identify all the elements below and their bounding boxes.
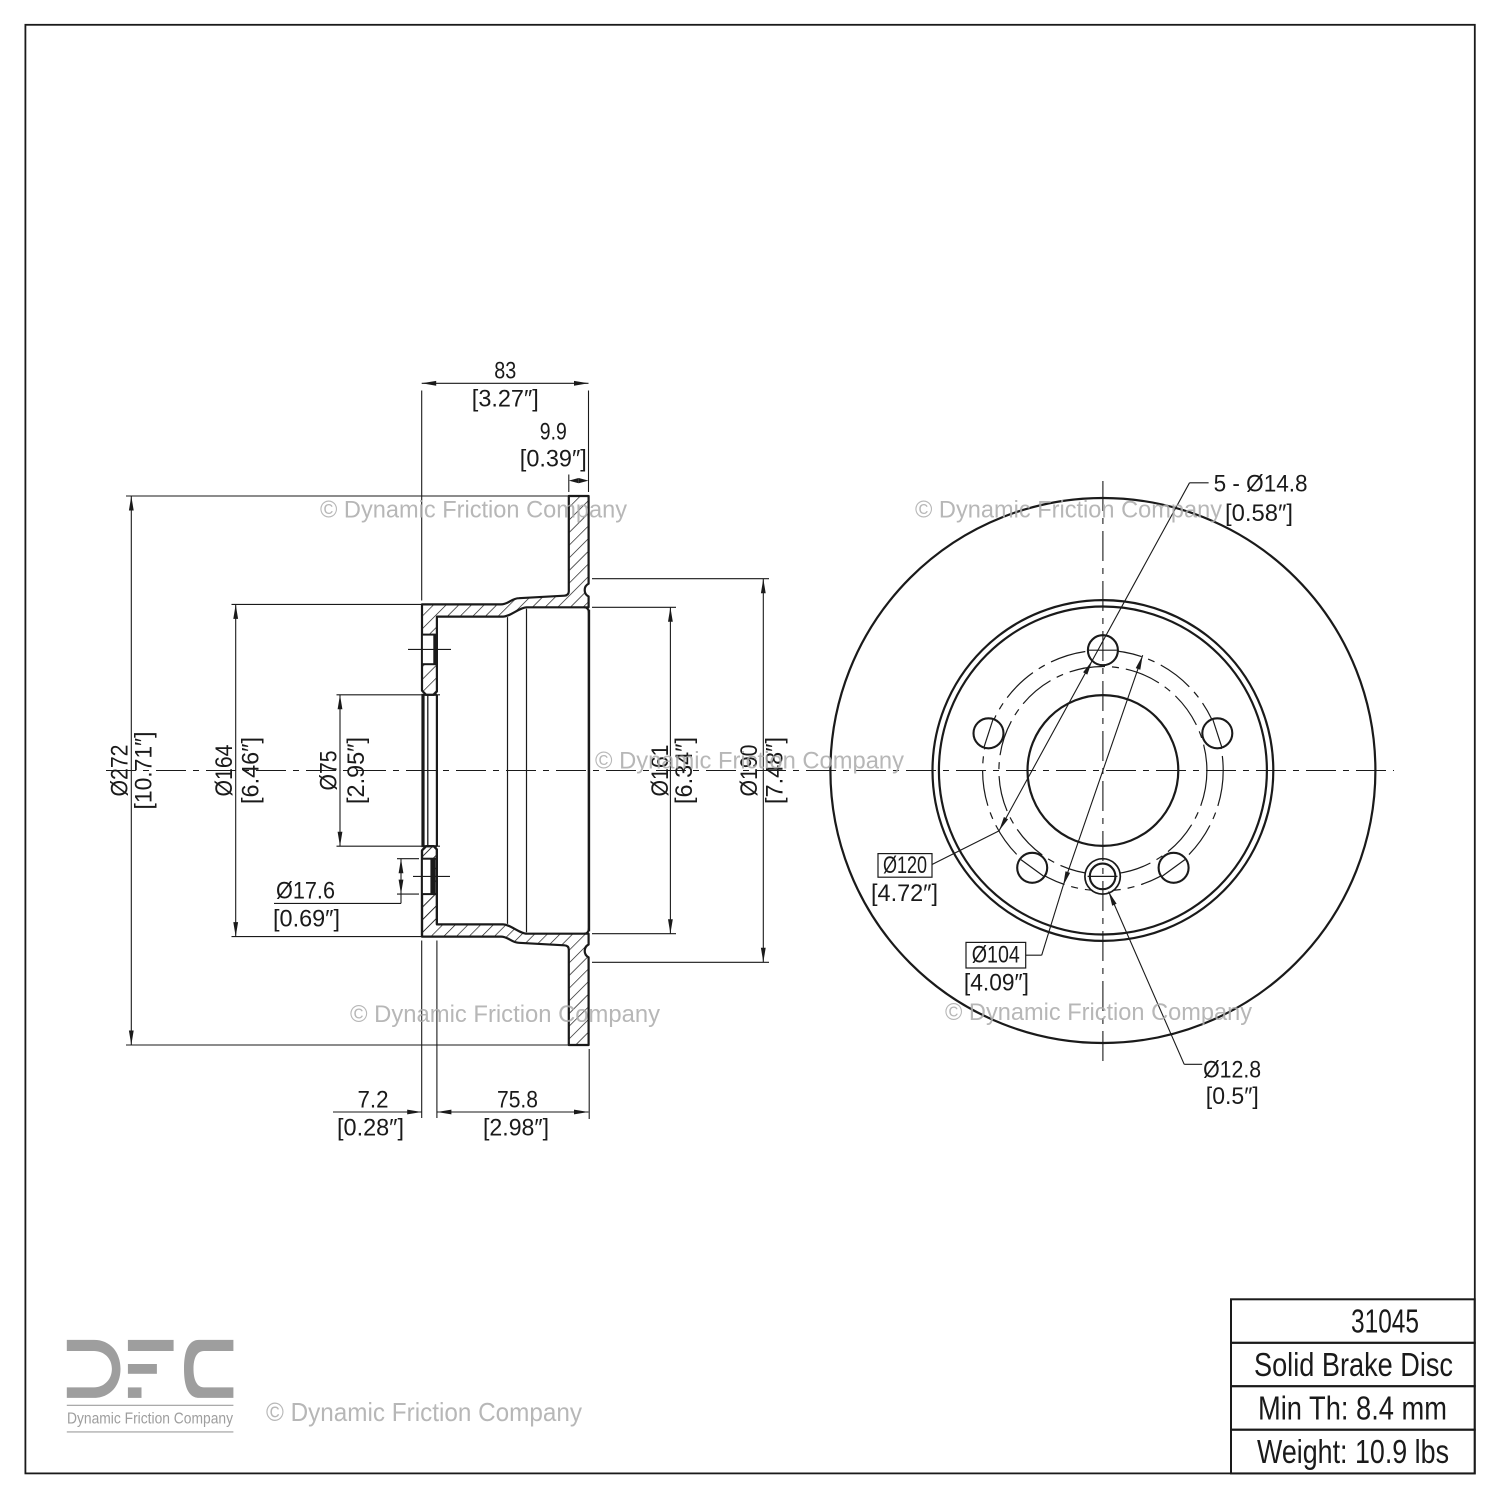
svg-text:[3.27″]: [3.27″]	[472, 385, 539, 412]
svg-text:[0.58″]: [0.58″]	[1225, 500, 1293, 527]
svg-text:[0.39″]: [0.39″]	[520, 445, 587, 472]
svg-text:[2.98″]: [2.98″]	[483, 1115, 549, 1142]
svg-text:31045: 31045	[1351, 1303, 1419, 1340]
svg-text:Ø120: Ø120	[883, 852, 927, 879]
svg-text:© Dynamic Friction Company: © Dynamic Friction Company	[266, 1397, 582, 1427]
svg-text:Ø17.6: Ø17.6	[276, 877, 335, 904]
svg-text:Solid Brake Disc: Solid Brake Disc	[1254, 1346, 1453, 1383]
svg-text:9.9: 9.9	[540, 419, 567, 446]
svg-text:© Dynamic Friction Company: © Dynamic Friction Company	[350, 1001, 660, 1028]
svg-text:Weight: 10.9 lbs: Weight: 10.9 lbs	[1257, 1433, 1449, 1470]
svg-text:[0.69″]: [0.69″]	[273, 905, 340, 932]
svg-text:[0.28″]: [0.28″]	[337, 1115, 404, 1142]
svg-text:5 - Ø14.8: 5 - Ø14.8	[1214, 471, 1308, 498]
svg-text:7.2: 7.2	[358, 1087, 389, 1114]
svg-text:Dynamic Friction Company: Dynamic Friction Company	[67, 1411, 233, 1428]
svg-text:83: 83	[494, 357, 516, 384]
svg-text:© Dynamic Friction Company: © Dynamic Friction Company	[945, 999, 1252, 1026]
svg-text:© Dynamic Friction Company: © Dynamic Friction Company	[320, 497, 627, 524]
svg-text:75.8: 75.8	[497, 1087, 538, 1114]
svg-text:Ø104: Ø104	[972, 942, 1020, 969]
svg-text:[0.5″]: [0.5″]	[1206, 1083, 1259, 1110]
svg-text:Ø12.8: Ø12.8	[1203, 1057, 1261, 1084]
svg-text:© Dynamic Friction Company: © Dynamic Friction Company	[915, 497, 1222, 524]
svg-text:Min Th: 8.4 mm: Min Th: 8.4 mm	[1258, 1390, 1447, 1427]
svg-text:© Dynamic Friction Company: © Dynamic Friction Company	[595, 748, 904, 775]
svg-text:[4.09″]: [4.09″]	[964, 969, 1029, 996]
svg-text:[4.72″]: [4.72″]	[871, 880, 938, 907]
